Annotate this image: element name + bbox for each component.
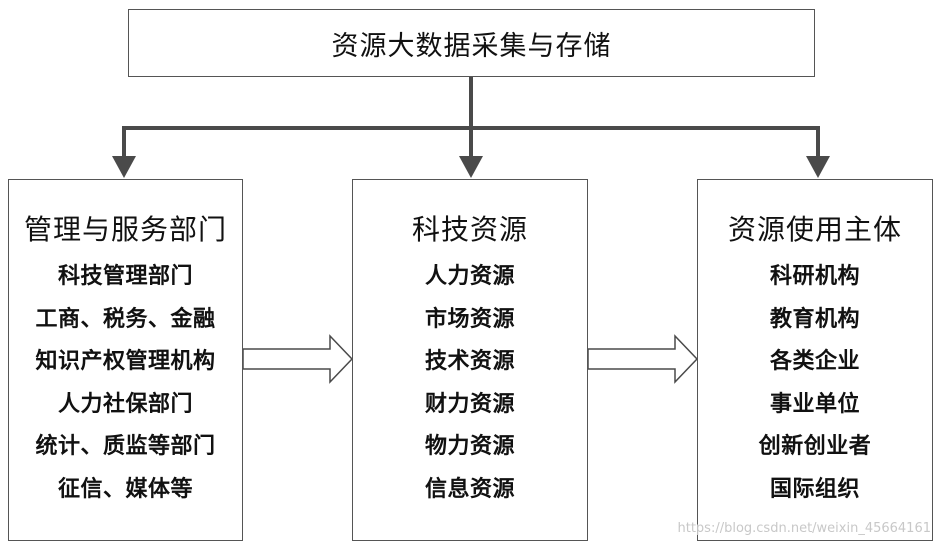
list-item: 国际组织 xyxy=(769,476,860,502)
list-item: 征信、媒体等 xyxy=(57,476,193,502)
list-item: 教育机构 xyxy=(769,306,860,332)
list-item: 科研机构 xyxy=(769,264,860,289)
column-title: 管理与服务部门 xyxy=(23,213,227,246)
arrowhead-down-mid xyxy=(459,156,483,178)
list-item: 创新创业者 xyxy=(758,434,872,459)
box-management-service-departments: 管理与服务部门 科技管理部门 工商、税务、金融 知识产权管理机构 人力社保部门 … xyxy=(8,179,243,541)
list-item: 科技管理部门 xyxy=(57,264,193,289)
list-item: 技术资源 xyxy=(424,349,515,374)
item-list: 科技管理部门 工商、税务、金融 知识产权管理机构 人力社保部门 统计、质监等部门… xyxy=(9,256,242,511)
list-item: 知识产权管理机构 xyxy=(35,349,216,374)
item-list: 科研机构 教育机构 各类企业 事业单位 创新创业者 国际组织 xyxy=(698,256,932,511)
flow-arrow-mid-to-right xyxy=(587,334,699,384)
flow-arrow-left-to-mid xyxy=(242,334,354,384)
list-item: 财力资源 xyxy=(424,391,515,417)
list-item: 人力社保部门 xyxy=(57,391,193,417)
column-title: 资源使用主体 xyxy=(727,213,902,246)
list-item: 各类企业 xyxy=(769,349,860,374)
list-item: 事业单位 xyxy=(769,391,860,417)
top-box-collection-storage: 资源大数据采集与存储 xyxy=(128,9,815,77)
item-list: 人力资源 市场资源 技术资源 财力资源 物力资源 信息资源 xyxy=(353,256,587,511)
box-tech-resources: 科技资源 人力资源 市场资源 技术资源 财力资源 物力资源 信息资源 xyxy=(352,179,588,541)
top-box-title: 资源大数据采集与存储 xyxy=(331,30,612,62)
list-item: 市场资源 xyxy=(424,306,515,332)
list-item: 信息资源 xyxy=(424,476,515,502)
arrowhead-down-left xyxy=(112,156,136,178)
list-item: 人力资源 xyxy=(424,264,515,289)
box-resource-users: 资源使用主体 科研机构 教育机构 各类企业 事业单位 创新创业者 国际组织 xyxy=(697,179,933,541)
list-item: 工商、税务、金融 xyxy=(35,306,216,332)
list-item: 统计、质监等部门 xyxy=(35,434,216,459)
watermark-text: https://blog.csdn.net/weixin_45664161 xyxy=(677,521,931,536)
column-title: 科技资源 xyxy=(411,213,528,246)
arrowhead-down-right xyxy=(806,156,830,178)
list-item: 物力资源 xyxy=(424,434,515,459)
